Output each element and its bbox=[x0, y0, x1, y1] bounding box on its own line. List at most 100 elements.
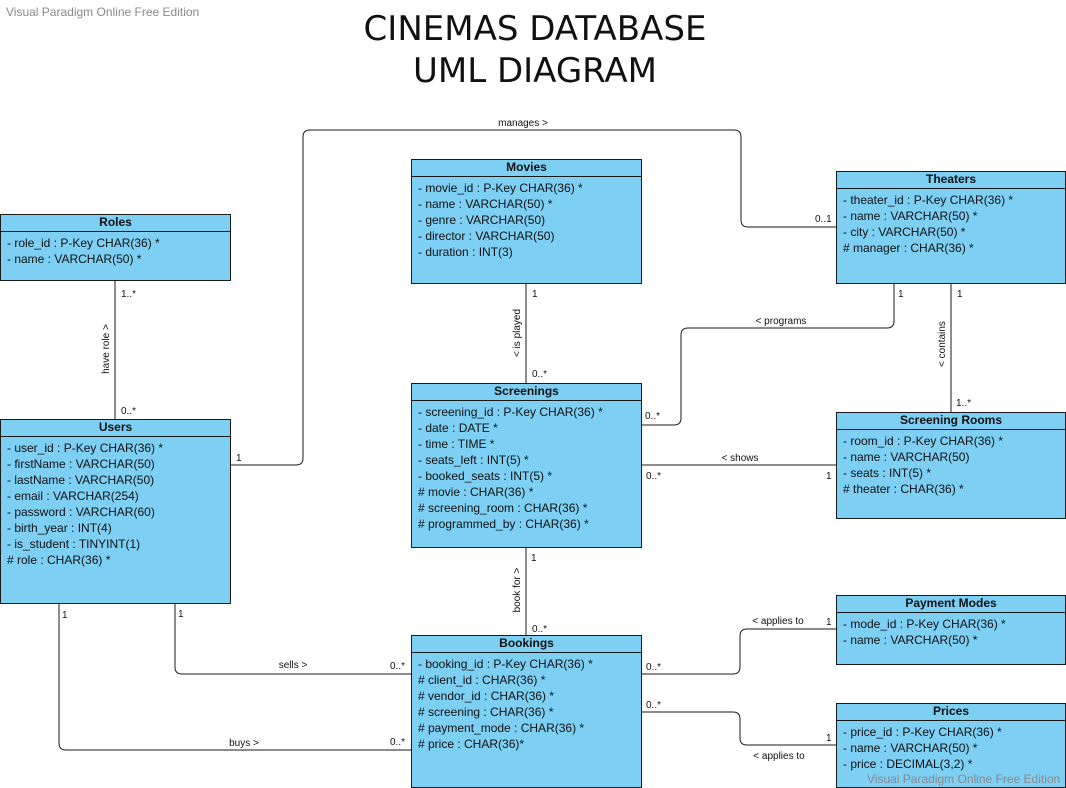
attribute: - name : VARCHAR(50) * bbox=[843, 633, 978, 647]
attribute: - room_id : P-Key CHAR(36) * bbox=[843, 434, 1004, 448]
watermark-top: Visual Paradigm Online Free Edition bbox=[6, 5, 200, 19]
class-roles[interactable]: Roles - role_id : P-Key CHAR(36) * - nam… bbox=[0, 214, 231, 281]
attribute: # role : CHAR(36) * bbox=[7, 553, 111, 567]
attribute: # theater : CHAR(36) * bbox=[843, 482, 964, 496]
attribute: - genre : VARCHAR(50) bbox=[418, 213, 546, 227]
label-shows: < shows bbox=[722, 453, 759, 464]
attribute: - movie_id : P-Key CHAR(36) * bbox=[418, 181, 583, 195]
attribute: - theater_id : P-Key CHAR(36) * bbox=[843, 193, 1014, 207]
mult-manages-b: 0..1 bbox=[815, 214, 832, 225]
class-movies[interactable]: Movies - movie_id : P-Key CHAR(36) * - n… bbox=[411, 159, 642, 284]
edge-sells bbox=[174, 604, 412, 675]
attribute: - seats : INT(5) * bbox=[843, 466, 932, 480]
label-applies-price: < applies to bbox=[753, 751, 805, 762]
mult-applies-payment-a: 0..* bbox=[646, 662, 661, 673]
label-applies-payment: < applies to bbox=[752, 616, 804, 627]
diagram-title-line2: UML DIAGRAM bbox=[412, 51, 658, 91]
class-theaters-name: Theaters bbox=[837, 172, 1065, 189]
mult-contains-a: 1 bbox=[957, 289, 963, 300]
attribute: - name : VARCHAR(50) * bbox=[418, 197, 553, 211]
attribute: - price : DECIMAL(3,2) * bbox=[843, 757, 973, 771]
attribute: - seats_left : INT(5) * bbox=[418, 453, 529, 467]
edge-manages bbox=[231, 129, 837, 466]
attribute: - role_id : P-Key CHAR(36) * bbox=[7, 236, 160, 250]
edge-programs bbox=[642, 284, 895, 426]
mult-applies-payment-b: 1 bbox=[826, 617, 832, 628]
attribute: # screening : CHAR(36) * bbox=[418, 705, 554, 719]
attribute: # movie : CHAR(36) * bbox=[418, 485, 534, 499]
attribute: - mode_id : P-Key CHAR(36) * bbox=[843, 617, 1006, 631]
attribute: - user_id : P-Key CHAR(36) * bbox=[7, 441, 164, 455]
mult-manages-a: 1 bbox=[236, 453, 242, 464]
watermark-bottom: Visual Paradigm Online Free Edition bbox=[867, 772, 1061, 786]
edge-applies-payment bbox=[642, 628, 837, 675]
attribute: # price : CHAR(36)* bbox=[418, 737, 525, 751]
class-screening-rooms-name: Screening Rooms bbox=[837, 413, 1065, 430]
mult-have-role-b: 0..* bbox=[121, 406, 136, 417]
attribute: - date : DATE * bbox=[418, 421, 498, 435]
class-screenings-name: Screenings bbox=[412, 384, 641, 401]
class-theaters[interactable]: Theaters - theater_id : P-Key CHAR(36) *… bbox=[836, 171, 1066, 284]
class-users[interactable]: Users - user_id : P-Key CHAR(36) * - fir… bbox=[0, 419, 231, 604]
mult-shows-a: 0..* bbox=[646, 471, 661, 482]
edge-buys bbox=[58, 604, 412, 751]
mult-is-played-b: 0..* bbox=[532, 369, 547, 380]
label-sells: sells > bbox=[279, 660, 308, 671]
label-manages: manages > bbox=[498, 118, 548, 129]
attribute: - duration : INT(3) bbox=[418, 245, 513, 259]
label-contains: < contains bbox=[937, 321, 948, 367]
attribute: - name : VARCHAR(50) * bbox=[7, 252, 142, 266]
class-screenings[interactable]: Screenings - screening_id : P-Key CHAR(3… bbox=[411, 383, 642, 548]
class-users-name: Users bbox=[1, 420, 230, 437]
attribute: # payment_mode : CHAR(36) * bbox=[418, 721, 585, 735]
class-roles-name: Roles bbox=[1, 215, 230, 232]
diagram-title: CINEMAS DATABASE UML DIAGRAM bbox=[330, 8, 740, 92]
attribute: # screening_room : CHAR(36) * bbox=[418, 501, 588, 515]
attribute: - price_id : P-Key CHAR(36) * bbox=[843, 725, 1002, 739]
class-screening-rooms[interactable]: Screening Rooms - room_id : P-Key CHAR(3… bbox=[836, 412, 1066, 519]
label-programs: < programs bbox=[756, 316, 807, 327]
class-bookings[interactable]: Bookings - booking_id : P-Key CHAR(36) *… bbox=[411, 635, 642, 788]
attribute: - director : VARCHAR(50) bbox=[418, 229, 555, 243]
attribute: - email : VARCHAR(254) bbox=[7, 489, 139, 503]
attribute: # manager : CHAR(36) * bbox=[843, 241, 974, 255]
mult-applies-price-a: 0..* bbox=[646, 700, 661, 711]
edge-applies-price bbox=[642, 711, 837, 746]
mult-shows-b: 1 bbox=[826, 471, 832, 482]
mult-contains-b: 1..* bbox=[956, 398, 971, 409]
attribute: - booked_seats : INT(5) * bbox=[418, 469, 553, 483]
mult-buys-b: 0..* bbox=[390, 737, 405, 748]
attribute: - is_student : TINYINT(1) bbox=[7, 537, 141, 551]
attribute: - booking_id : P-Key CHAR(36) * bbox=[418, 657, 593, 671]
mult-have-role-a: 1..* bbox=[121, 289, 136, 300]
mult-book-for-b: 0..* bbox=[532, 624, 547, 635]
mult-is-played-a: 1 bbox=[532, 289, 538, 300]
attribute: # programmed_by : CHAR(36) * bbox=[418, 517, 589, 531]
class-prices[interactable]: Prices - price_id : P-Key CHAR(36) * - n… bbox=[836, 703, 1066, 788]
class-bookings-name: Bookings bbox=[412, 636, 641, 653]
attribute: # vendor_id : CHAR(36) * bbox=[418, 689, 555, 703]
mult-buys-a: 1 bbox=[62, 610, 68, 621]
diagram-title-line1: CINEMAS DATABASE bbox=[363, 9, 707, 49]
attribute: - time : TIME * bbox=[418, 437, 495, 451]
attribute: # client_id : CHAR(36) * bbox=[418, 673, 546, 687]
mult-applies-price-b: 1 bbox=[826, 733, 832, 744]
attribute: - name : VARCHAR(50) * bbox=[843, 741, 978, 755]
mult-sells-a: 1 bbox=[178, 609, 184, 620]
attribute: - city : VARCHAR(50) * bbox=[843, 225, 966, 239]
label-have-role: have role > bbox=[101, 324, 112, 374]
class-payment-modes-name: Payment Modes bbox=[837, 596, 1065, 613]
label-book-for: book for > bbox=[512, 567, 523, 612]
class-movies-name: Movies bbox=[412, 160, 641, 177]
mult-programs-a: 1 bbox=[898, 289, 904, 300]
mult-sells-b: 0..* bbox=[390, 661, 405, 672]
attribute: - birth_year : INT(4) bbox=[7, 521, 112, 535]
mult-book-for-a: 1 bbox=[531, 553, 537, 564]
attribute: - screening_id : P-Key CHAR(36) * bbox=[418, 405, 603, 419]
attribute: - name : VARCHAR(50) * bbox=[843, 209, 978, 223]
attribute: - password : VARCHAR(60) bbox=[7, 505, 155, 519]
class-payment-modes[interactable]: Payment Modes - mode_id : P-Key CHAR(36)… bbox=[836, 595, 1066, 665]
label-buys: buys > bbox=[229, 738, 259, 749]
attribute: - lastName : VARCHAR(50) bbox=[7, 473, 155, 487]
